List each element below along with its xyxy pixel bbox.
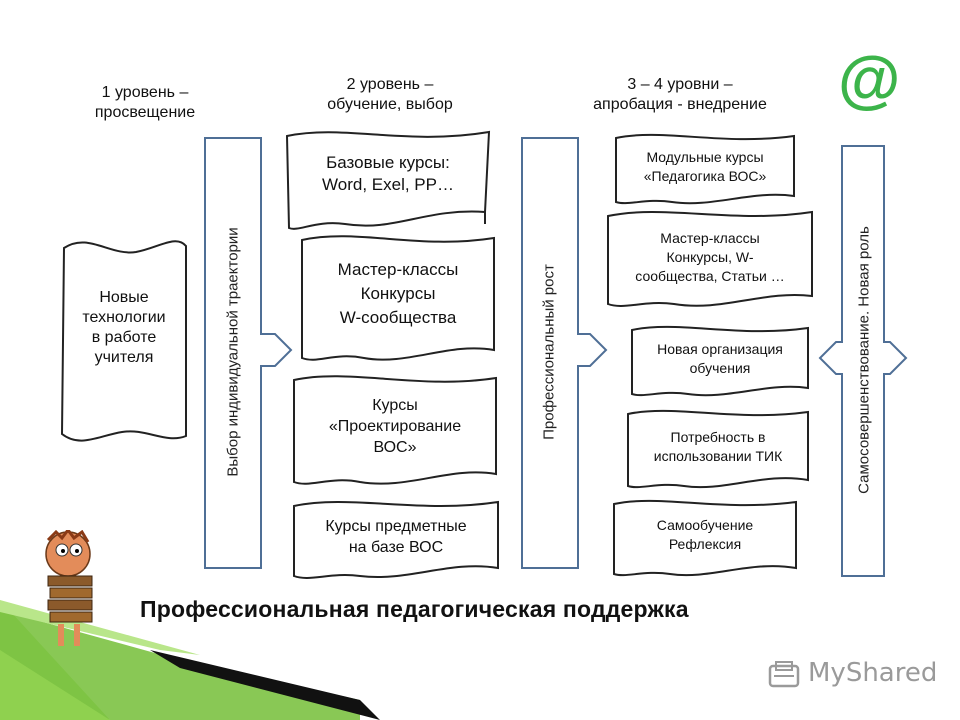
right-doc-4-text: Потребность в использовании ТИК xyxy=(653,429,783,464)
left-document-text: Новые технологии в работе учителя xyxy=(82,289,166,366)
arrow-2-label: Профессиональный рост xyxy=(540,264,558,440)
arrow-professional-growth xyxy=(521,137,612,569)
mid-doc-3: Курсы «Проектирование ВОС» xyxy=(290,370,500,490)
right-doc-4: Потребность в использовании ТИК xyxy=(624,406,812,492)
right-doc-2: Мастер-классы Конкурсы, W- сообщества, С… xyxy=(604,206,816,312)
brand-watermark: MyShared xyxy=(808,658,938,688)
mid-doc-1-text: Базовые курсы: Word, Exel, PP… xyxy=(322,153,454,194)
arrow-1-label: Выбор индивидуальной траектории xyxy=(224,227,242,477)
mid-doc-3-text: Курсы «Проектирование ВОС» xyxy=(328,396,462,456)
level-2-header: 2 уровень – обучение, выбор xyxy=(327,76,453,113)
at-sign-icon: @ xyxy=(838,43,901,115)
left-document: Новые технологии в работе учителя xyxy=(58,238,190,442)
footer-title: Профессиональная педагогическая поддержк… xyxy=(140,596,689,622)
right-doc-3: Новая организация обучения xyxy=(628,322,812,400)
level-3-4-header: 3 – 4 уровни – апробация - внедрение xyxy=(593,76,767,113)
mid-doc-2: Мастер-классы Конкурсы W-сообщества xyxy=(298,230,498,365)
right-doc-1: Модульные курсы «Педагогика ВОС» xyxy=(612,130,798,208)
right-doc-3-text: Новая организация обучения xyxy=(657,341,783,376)
mid-doc-4: Курсы предметные на базе ВОС xyxy=(290,496,502,582)
arrow-self-improvement xyxy=(818,145,910,577)
arrow-individual-trajectory xyxy=(204,137,297,569)
level-1-header: 1 уровень – просвещение xyxy=(94,84,196,121)
arrow-3-label: Самосовершенствование. Новая роль xyxy=(855,226,873,494)
mid-doc-1: Базовые курсы: Word, Exel, PP… xyxy=(285,128,491,232)
mid-doc-2-text: Мастер-классы Конкурсы W-сообщества xyxy=(337,260,459,327)
cartoon-character-icon xyxy=(45,530,93,646)
brand-logo-icon xyxy=(768,661,800,688)
right-doc-1-text: Модульные курсы «Педагогика ВОС» xyxy=(643,149,767,184)
mid-doc-4-text: Курсы предметные на базе ВОС xyxy=(325,518,467,556)
right-doc-5: Самообучение Рефлексия xyxy=(610,496,800,580)
right-doc-5-text: Самообучение Рефлексия xyxy=(656,517,754,552)
right-doc-2-text: Мастер-классы Конкурсы, W- сообщества, С… xyxy=(635,229,785,284)
